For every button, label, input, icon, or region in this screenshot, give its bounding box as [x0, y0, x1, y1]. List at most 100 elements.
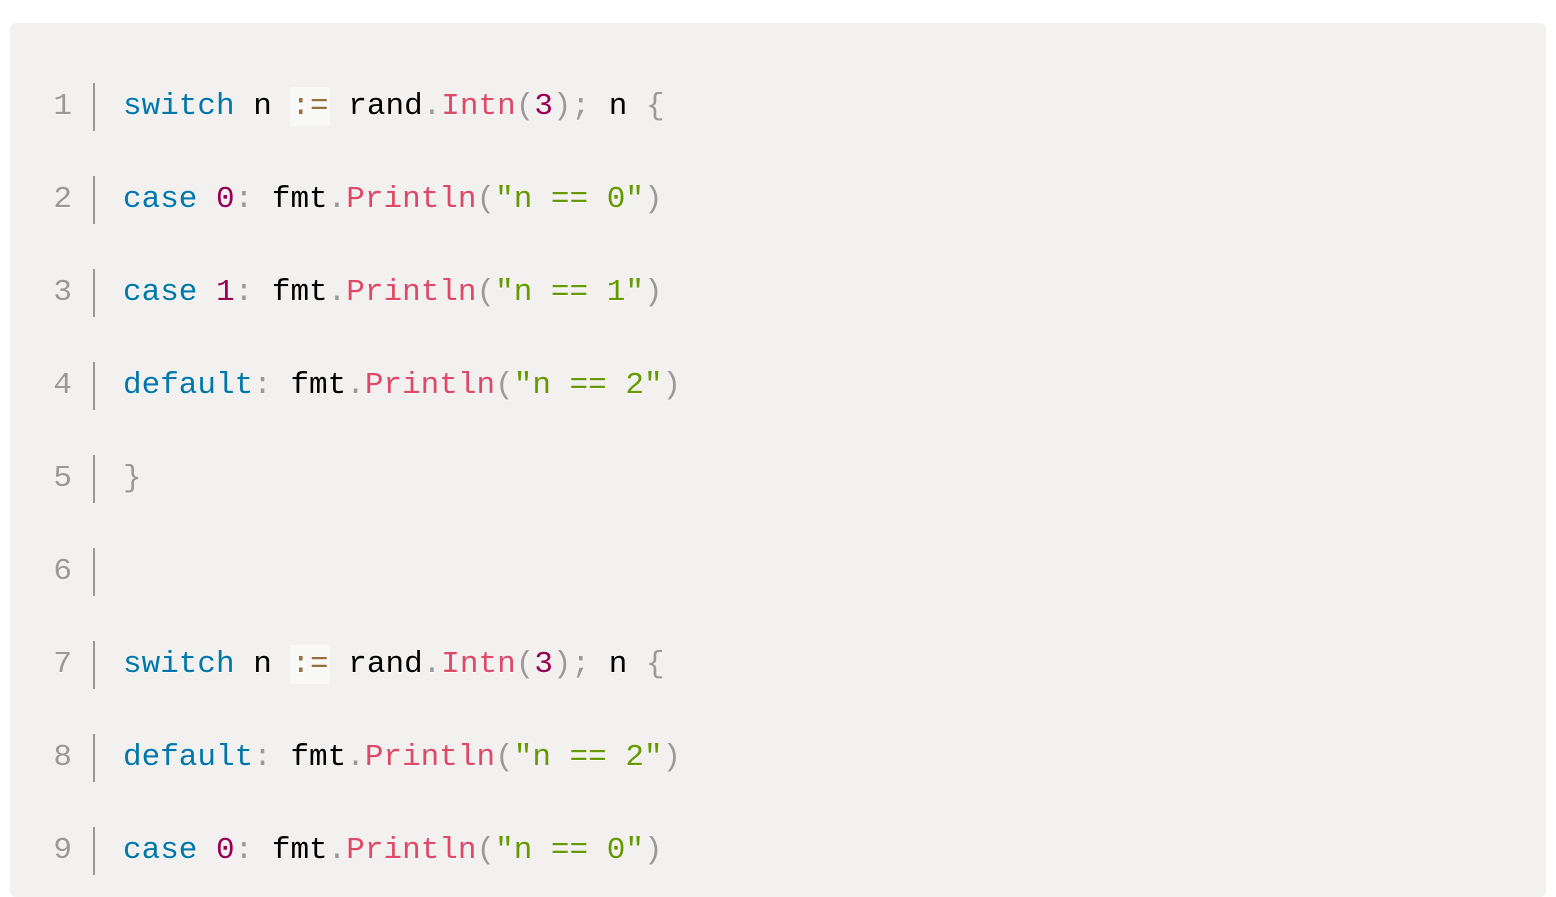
- code-token: default: [123, 740, 254, 775]
- code-token: :: [234, 833, 254, 868]
- gutter-divider: [72, 641, 93, 689]
- code-token: case: [123, 833, 198, 868]
- code-token: ): [643, 275, 663, 310]
- line-code: default: fmt.Println("n == 2"): [93, 362, 1546, 410]
- line-number: 6: [53, 554, 72, 589]
- code-token: case: [123, 182, 198, 217]
- code-token: ): [662, 740, 682, 775]
- code-token: );: [552, 647, 591, 682]
- code-token: Intn: [441, 89, 516, 124]
- code-line: 8 default: fmt.Println("n == 2"): [10, 734, 1546, 782]
- code-line: 2 case 0: fmt.Println("n == 0"): [10, 176, 1546, 224]
- code-lines: 1 switch n := rand.Intn(3); n { 2 case 0…: [10, 53, 1546, 897]
- code-token: Println: [346, 833, 477, 868]
- code-token: .: [327, 275, 347, 310]
- line-code: switch n := rand.Intn(3); n {: [93, 641, 1546, 689]
- code-block: 1 switch n := rand.Intn(3); n { 2 case 0…: [10, 23, 1546, 897]
- code-token: "n == 0": [495, 833, 644, 868]
- gutter-divider: [72, 548, 93, 596]
- code-token: rand: [329, 89, 423, 124]
- code-token: switch: [123, 647, 235, 682]
- code-token: 0: [216, 833, 235, 868]
- code-token: ): [662, 368, 682, 403]
- code-token: fmt: [253, 182, 328, 217]
- code-token: n: [590, 647, 646, 682]
- code-token: Println: [364, 740, 496, 775]
- code-line: 1 switch n := rand.Intn(3); n {: [10, 83, 1546, 131]
- gutter-divider: [72, 734, 93, 782]
- code-token: (: [476, 833, 496, 868]
- code-token: (: [495, 368, 514, 403]
- code-token: [197, 275, 216, 310]
- code-token: "n == 0": [495, 182, 644, 217]
- code-token: (: [495, 740, 514, 775]
- gutter-divider: [72, 176, 93, 224]
- code-token: "n == 2": [513, 740, 663, 775]
- line-number: 9: [53, 833, 72, 868]
- code-line: 6: [10, 548, 1546, 596]
- code-token: n: [234, 647, 291, 682]
- line-number: 5: [53, 461, 72, 496]
- code-token: {: [645, 647, 665, 682]
- code-token: Intn: [441, 647, 516, 682]
- code-token: :: [234, 275, 254, 310]
- code-token: case: [123, 275, 198, 310]
- code-token: Println: [346, 182, 477, 217]
- line-number: 3: [53, 275, 72, 310]
- code-line: 7 switch n := rand.Intn(3); n {: [10, 641, 1546, 689]
- gutter-divider: [72, 362, 93, 410]
- code-token: "n == 2": [513, 368, 663, 403]
- line-code: }: [93, 455, 1546, 503]
- code-token: :: [234, 182, 254, 217]
- code-token: :=: [290, 645, 330, 684]
- code-token: .: [327, 182, 347, 217]
- code-token: ): [643, 833, 663, 868]
- gutter-divider: [72, 827, 93, 875]
- code-token: 0: [216, 182, 235, 217]
- code-line: 3 case 1: fmt.Println("n == 1"): [10, 269, 1546, 317]
- line-number: 1: [53, 89, 72, 124]
- code-line: 5 }: [10, 455, 1546, 503]
- code-token: default: [123, 368, 254, 403]
- gutter-divider: [72, 269, 93, 317]
- code-token: :: [253, 740, 272, 775]
- gutter-divider: [72, 83, 93, 131]
- code-token: [197, 182, 216, 217]
- line-code: case 0: fmt.Println("n == 0"): [93, 827, 1546, 875]
- code-token: fmt: [271, 740, 347, 775]
- line-code: case 1: fmt.Println("n == 1"): [93, 269, 1546, 317]
- code-token: .: [422, 89, 442, 124]
- code-token: [197, 833, 216, 868]
- line-number: 7: [53, 647, 72, 682]
- code-token: .: [346, 740, 365, 775]
- code-token: rand: [329, 647, 423, 682]
- code-token: (: [476, 275, 496, 310]
- code-token: Println: [364, 368, 496, 403]
- code-token: "n == 1": [495, 275, 644, 310]
- code-token: fmt: [271, 368, 347, 403]
- code-token: 3: [534, 89, 553, 124]
- code-line: 4 default: fmt.Println("n == 2"): [10, 362, 1546, 410]
- code-token: n: [234, 89, 291, 124]
- code-token: switch: [123, 89, 235, 124]
- code-token: (: [476, 182, 496, 217]
- code-token: {: [645, 89, 665, 124]
- line-code: default: fmt.Println("n == 2"): [93, 734, 1546, 782]
- code-token: }: [123, 461, 142, 496]
- code-token: .: [422, 647, 442, 682]
- code-token: ): [643, 182, 663, 217]
- code-token: 1: [216, 275, 235, 310]
- code-token: (: [515, 89, 535, 124]
- code-line: 9 case 0: fmt.Println("n == 0"): [10, 827, 1546, 875]
- code-token: (: [515, 647, 535, 682]
- code-token: n: [590, 89, 646, 124]
- line-number: 4: [53, 368, 72, 403]
- code-token: .: [346, 368, 365, 403]
- code-token: fmt: [253, 833, 328, 868]
- code-token: :=: [290, 87, 330, 126]
- code-token: :: [253, 368, 272, 403]
- code-token: fmt: [253, 275, 328, 310]
- gutter-divider: [72, 455, 93, 503]
- line-code: [93, 548, 1546, 596]
